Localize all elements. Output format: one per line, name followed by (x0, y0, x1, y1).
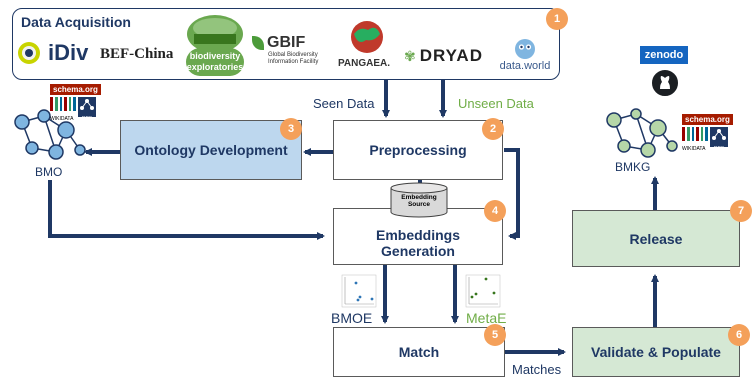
rdf-graph-icon-right (712, 129, 726, 140)
data-acquisition-panel: Data Acquisition (12, 8, 560, 80)
seen-data-label: Seen Data (313, 96, 375, 111)
bef-china-label: BEF-China (100, 46, 174, 62)
metae-scatter-icon (465, 274, 501, 308)
match-label: Match (398, 344, 440, 360)
forest-image-icon (187, 15, 243, 53)
schema-org-badge-left: schema.org (50, 84, 101, 95)
wikidata-icon-right: WIKIDATA (682, 127, 708, 152)
dataworld-icon (515, 39, 535, 59)
gbif-logo: GBIF Global Biodiversity Information Fac… (252, 34, 318, 66)
badge-7: 7 (730, 200, 752, 222)
ontology-development-box: Ontology Development (120, 120, 302, 180)
badge-3: 3 (280, 118, 302, 140)
match-box: Match (333, 327, 505, 377)
data-acquisition-title: Data Acquisition (21, 14, 131, 30)
release-label: Release (629, 230, 683, 247)
gbif-label: GBIF (267, 34, 306, 51)
bexp-line1: biodiversity (189, 51, 241, 61)
bmo-to-embeddings-arrow (48, 180, 325, 240)
rdf-graph-icon (80, 99, 94, 110)
ontology-development-label: Ontology Development (134, 142, 288, 158)
bmoe-scatter-icon (341, 274, 377, 308)
wikidata-barcode-icon (50, 97, 76, 111)
release-box: Release (572, 210, 740, 267)
bmoe-label: BMOE (331, 310, 373, 326)
rdf-icon-left: RDF (78, 97, 96, 122)
biodiversity-exploratories-logo: biodiversity exploratories (186, 12, 244, 78)
validate-populate-box: Validate & Populate (572, 327, 740, 377)
badge-1: 1 (546, 8, 568, 30)
wikidata-barcode-icon-right (682, 127, 708, 141)
bmo-label: BMO (35, 165, 63, 179)
preprocessing-box: Preprocessing (333, 120, 503, 180)
matches-label: Matches (512, 362, 562, 377)
metae-label: MetaE (466, 310, 507, 326)
gbif-leaf-icon (252, 36, 264, 50)
wikidata-icon-left: WIKIDATA (50, 97, 76, 122)
unseen-data-label: Unseen Data (458, 96, 534, 111)
biodiversity-exploratories-badge: biodiversity exploratories (186, 48, 244, 76)
preproc-to-embeddings-arrow (504, 148, 520, 240)
rdf-icon-right: RDF (710, 127, 728, 152)
embedding-source-line1: Embedding (401, 194, 437, 201)
rdf-label-left: RDF (81, 116, 93, 122)
embeddings-label-2: Generation (381, 242, 455, 259)
dryad-logo: ✾ DRYAD (404, 46, 483, 66)
dryad-icon: ✾ (404, 47, 416, 64)
validate-populate-label: Validate & Populate (591, 344, 721, 360)
idiv-icon (18, 42, 40, 64)
bmkg-label: BMKG (615, 160, 651, 174)
dryad-label: DRYAD (419, 46, 483, 65)
badge-2: 2 (482, 118, 504, 140)
dataworld-label: data.world (499, 60, 551, 72)
pangaea-logo: PANGAEA. (338, 20, 398, 76)
rdf-label-right: RDF (713, 146, 725, 152)
gbif-sub-1: Global Biodiversity (268, 52, 318, 58)
zenodo-logo: zenodo (640, 46, 688, 64)
badge-5: 5 (484, 324, 506, 346)
badge-4: 4 (484, 200, 506, 222)
idiv-logo: iDiv (16, 40, 88, 66)
database-icon (390, 182, 448, 218)
embedding-source-label: Embedding Source (389, 194, 449, 208)
badge-6: 6 (728, 324, 750, 346)
embeddings-label-1: Embeddings (375, 226, 460, 243)
bmkg-graph-icon (606, 108, 678, 158)
idiv-label: iDiv (48, 40, 89, 65)
embedding-source-line2: Source (407, 201, 431, 208)
gbif-sub-2: Information Facility (268, 59, 319, 65)
bmo-graph-icon (14, 109, 86, 160)
wikidata-label-left: WIKIDATA (50, 116, 74, 122)
bef-china-logo: BEF-China (100, 46, 173, 63)
wikidata-label-right: WIKIDATA (682, 146, 706, 152)
dataworld-logo: data.world (496, 38, 554, 72)
embedding-source-db: Embedding Source (389, 182, 449, 218)
pangaea-label: PANGAEA. (338, 58, 391, 69)
bexp-line2: exploratories (186, 62, 244, 72)
preprocessing-label: Preprocessing (369, 142, 467, 158)
github-icon (652, 70, 678, 96)
globe-icon (351, 21, 383, 53)
schema-org-badge-right: schema.org (682, 114, 733, 125)
